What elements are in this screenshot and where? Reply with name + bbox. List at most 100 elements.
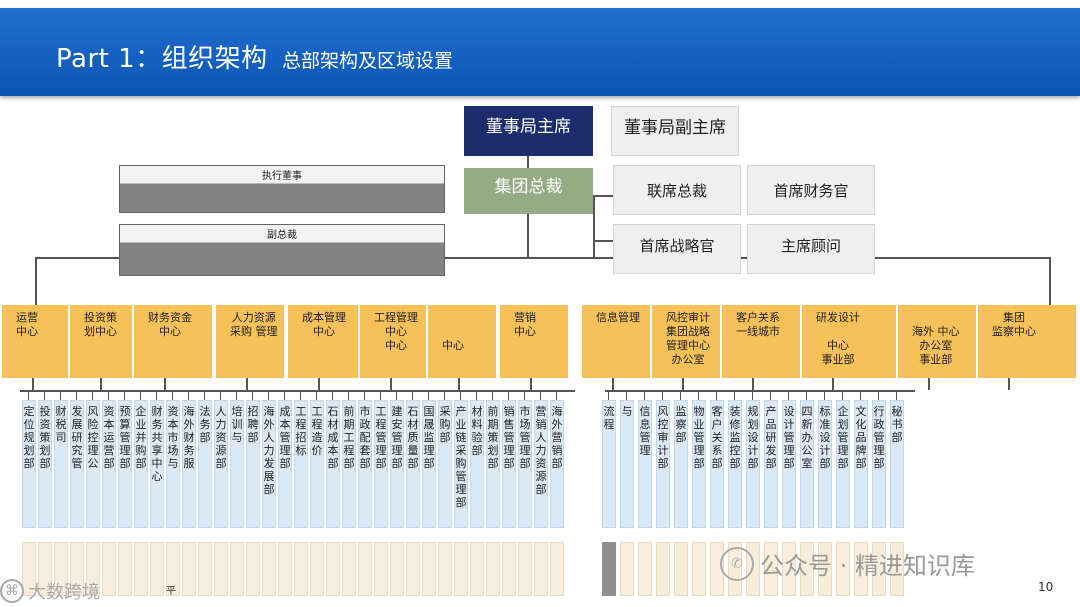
connector: [44, 390, 45, 400]
connector: [1049, 257, 1051, 305]
connector: [1008, 378, 1010, 390]
president-box: 集团总裁: [464, 168, 593, 214]
subunit-box: [278, 542, 292, 596]
connector: [896, 390, 897, 400]
connector: [458, 378, 460, 390]
subunit-box: [422, 542, 436, 596]
page-number: 10: [1038, 580, 1054, 594]
subunit-box: [470, 542, 484, 596]
subunit-box: [374, 542, 388, 596]
connector: [612, 378, 614, 390]
subunit-box: [182, 542, 196, 596]
connector: [530, 378, 532, 390]
connector: [412, 390, 413, 400]
center-box: 营销 中心: [500, 305, 568, 378]
connector: [318, 378, 320, 390]
cso-box: 首席战略官: [613, 224, 741, 274]
department-box: 物业管理部: [692, 400, 706, 528]
co-president-box: 联席总裁: [613, 165, 741, 215]
watermark-right: ✆ 公众号 · 精进知识库: [720, 546, 975, 581]
connector: [832, 378, 834, 390]
connector: [752, 390, 753, 400]
center-box: 客户关系 一线城市: [722, 305, 800, 378]
connector: [524, 390, 525, 400]
connector: [300, 390, 301, 400]
cfo-box: 首席财务官: [747, 165, 875, 215]
subunit-box: [518, 542, 532, 596]
department-box: 行政管理部: [872, 400, 886, 528]
subunit-box: [800, 542, 814, 596]
subunit-box: [262, 542, 276, 596]
subunit-box: [214, 542, 228, 596]
department-box: 材料验部: [470, 400, 484, 528]
department-box: 招聘部: [246, 400, 260, 528]
connector: [608, 390, 609, 400]
subunit-box: [782, 542, 796, 596]
connector: [605, 390, 915, 392]
connector: [644, 390, 645, 400]
subunit-box: [486, 542, 500, 596]
connector: [527, 156, 529, 168]
wechat-icon: ✆: [720, 546, 754, 581]
center-box: 信息管理: [582, 305, 650, 378]
connector: [76, 390, 77, 400]
department-box: 秘书部: [890, 400, 904, 528]
connector: [626, 390, 627, 400]
subunit-box: [38, 542, 52, 596]
department-box: 营销人力资源部: [534, 400, 548, 528]
chairman-box: 董事局主席: [464, 106, 593, 156]
department-box: 规划设计部: [746, 400, 760, 528]
connector: [682, 378, 684, 390]
department-box: 市政配套部: [358, 400, 372, 528]
department-box: 培训与: [230, 400, 244, 528]
connector: [508, 390, 509, 400]
department-box: 财务共享中心: [150, 400, 164, 528]
center-box: 人力资源 采购 管理: [216, 305, 284, 378]
connector: [35, 257, 1051, 259]
department-box: 流程: [602, 400, 616, 528]
connector: [593, 195, 613, 197]
slide-header: Part 1：组织架构 总部架构及区域设置: [0, 8, 1080, 96]
connector: [734, 390, 735, 400]
connector: [156, 390, 157, 400]
subunit-box: [854, 542, 868, 596]
department-box: 前期工程部: [342, 400, 356, 528]
subunit-box: [134, 542, 148, 596]
subunit-box: [836, 542, 850, 596]
department-box: 客户关系部: [710, 400, 724, 528]
connector: [716, 390, 717, 400]
connector: [60, 390, 61, 400]
subunit-box: [230, 542, 244, 596]
advisor-box: 主席顾问: [747, 224, 875, 274]
connector: [860, 390, 861, 400]
department-box: 文化品牌部: [854, 400, 868, 528]
vp-bar: 副总裁: [119, 224, 445, 276]
watermark-right-text: 公众号 · 精进知识库: [760, 552, 975, 580]
connector: [878, 390, 879, 400]
connector: [390, 378, 392, 390]
connector: [396, 390, 397, 400]
department-box: 财税司: [54, 400, 68, 528]
center-box: 财务资金 中心: [134, 305, 212, 378]
subunit-box: [246, 542, 260, 596]
connector: [172, 390, 173, 400]
subunit-box: [674, 542, 688, 596]
vp-label: 副总裁: [120, 225, 444, 243]
subunit-box: [70, 542, 84, 596]
subunit-box: [534, 542, 548, 596]
department-box: 风控审计部: [656, 400, 670, 528]
connector: [928, 378, 930, 390]
connector: [662, 390, 663, 400]
center-box: 运营 中心: [2, 305, 68, 378]
subunit-box: [620, 542, 634, 596]
connector: [92, 390, 93, 400]
department-box: 海外财务服: [182, 400, 196, 528]
connector: [204, 390, 205, 400]
connector: [444, 390, 445, 400]
connector: [108, 390, 109, 400]
connector: [32, 378, 34, 390]
connector: [284, 390, 285, 400]
connector: [316, 390, 317, 400]
subunit-box: [638, 542, 652, 596]
subunit-box: [818, 542, 832, 596]
